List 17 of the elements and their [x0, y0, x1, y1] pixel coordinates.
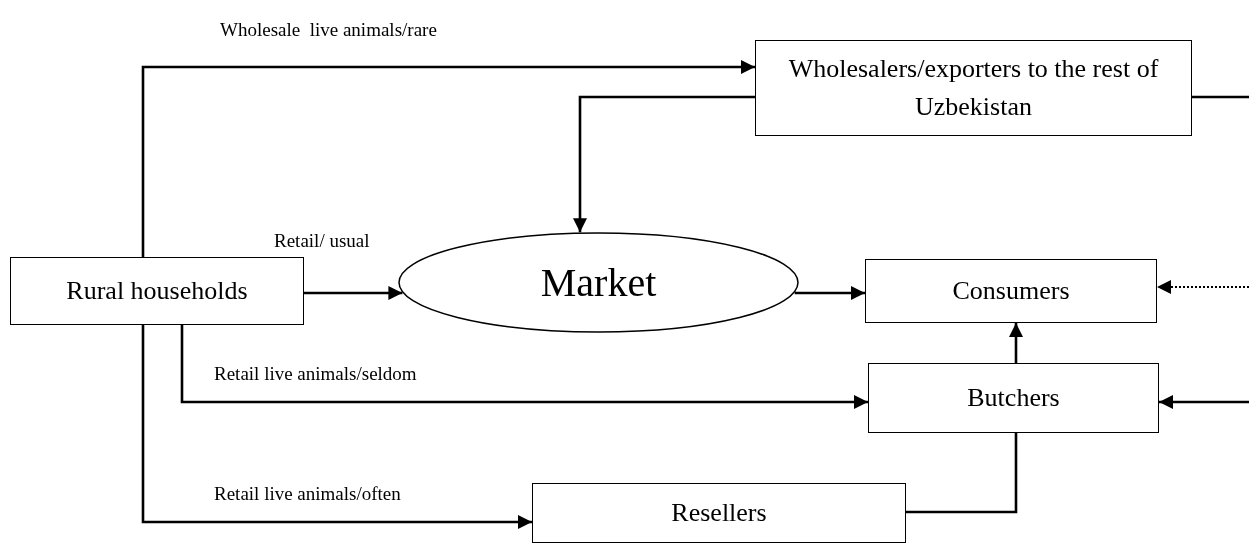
arrow — [304, 286, 403, 300]
arrow — [573, 95, 755, 233]
arrow — [1159, 395, 1249, 409]
dotted-arrow — [1156, 280, 1249, 294]
process-ellipse: Market — [398, 232, 799, 333]
process-box: Wholesalers/exporters to the rest of Uzbekistan — [755, 40, 1192, 136]
connector-line — [906, 433, 1018, 514]
arrow — [1009, 323, 1023, 363]
arrow — [180, 325, 868, 409]
arrow — [141, 325, 532, 529]
process-box: Resellers — [532, 483, 906, 543]
arrow — [794, 286, 865, 300]
connector-line — [1192, 95, 1249, 99]
process-box: Consumers — [865, 259, 1157, 323]
process-box: Butchers — [868, 363, 1159, 433]
arrow — [141, 60, 755, 257]
process-box: Rural households — [10, 257, 304, 325]
